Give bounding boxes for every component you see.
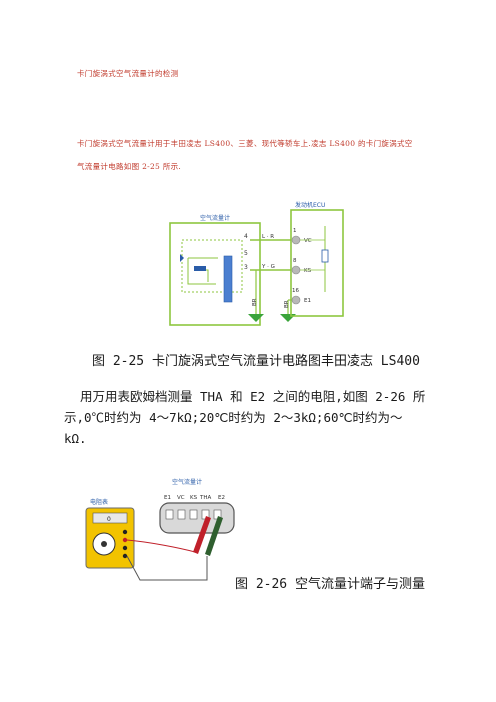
document-title: 卡门旋涡式空气流量计的检测 [77, 69, 179, 78]
measurement-diagram-fig-2-26: 电阻表 0 空气流量计 E1 VC KS THA E2 [85, 478, 235, 581]
ecu-label: 发动机ECU [295, 201, 325, 209]
ecu-box [290, 209, 344, 317]
pin-3: 3 [244, 264, 248, 271]
paragraph-line-3: kΩ. [64, 431, 87, 446]
ecu-pin-8-connector [291, 265, 301, 275]
terminal-e1: E1 [164, 495, 171, 501]
ohmmeter-jack-1 [122, 529, 128, 535]
intro-line-2: 气流量计电路如图 2-25 所示. [77, 162, 182, 171]
meter-label: 空气流量计 [200, 214, 230, 222]
ecu-internal-resistor [321, 249, 329, 263]
terminal-vc: VC [177, 495, 185, 501]
br-label-2: BR [284, 300, 290, 308]
ecu-ks-label: KS [304, 268, 312, 274]
resistor-symbol [194, 266, 206, 271]
ecu-vc-label: VC [304, 238, 312, 244]
sensor-block [223, 255, 233, 303]
ecu-pin-1: 1 [293, 228, 297, 234]
terminal-tha: THA [199, 495, 211, 501]
red-probe [193, 516, 211, 554]
ground-symbol-1 [248, 314, 264, 322]
ohmmeter-label: 电阻表 [90, 498, 108, 506]
ohmmeter-jack-3 [122, 545, 128, 551]
br-label-1: BR [252, 298, 258, 306]
figure-caption-2-26: 图 2-26 空气流量计端子与测量 [235, 577, 425, 592]
ecu-pin-1-connector [291, 235, 301, 245]
terminal-e2: E2 [218, 495, 225, 501]
ecu-e1-label: E1 [304, 298, 311, 304]
ohmmeter-display-value: 0 [107, 516, 111, 523]
diode-symbol [180, 254, 184, 262]
ohmmeter-display [92, 512, 128, 524]
circuit-diagram-fig-2-25: 空气流量计 4 5 3 L · R Y · G BR BR 发动机ECU 1 8… [169, 201, 344, 326]
flow-meter-label: 空气流量计 [172, 478, 202, 486]
ohmmeter-jack-2 [122, 537, 128, 543]
paragraph-line-2: 示,0℃时约为 4～7kΩ;20℃时约为 2～3kΩ;60℃时约为～ [64, 410, 403, 425]
wire-y-g-label: Y · G [261, 264, 275, 270]
ecu-pin-8: 8 [293, 258, 297, 264]
paragraph-line-1: 用万用表欧姆档测量 THA 和 E2 之间的电阻,如图 2-26 所 [80, 389, 426, 404]
red-lead [126, 539, 196, 553]
black-lead [126, 555, 208, 581]
meter-inner-box [181, 239, 243, 293]
pin-4: 4 [244, 233, 248, 240]
meter-outer-box [169, 222, 261, 326]
terminal-ks: KS [190, 495, 198, 501]
figure-caption-2-25: 图 2-25 卡门旋涡式空气流量计电路图丰田凌志 LS400 [92, 354, 420, 369]
wire-l-r-label: L · R [262, 234, 274, 240]
pin-5: 5 [244, 250, 248, 257]
ohmmeter-jack-4 [122, 553, 128, 559]
ecu-pin-16-connector [291, 295, 301, 305]
ecu-pin-16: 16 [292, 288, 299, 294]
intro-line-1: 卡门旋涡式空气流量计用于丰田凌志 LS400、三菱、现代等轿车上.凌志 LS40… [77, 139, 413, 148]
black-probe [205, 516, 223, 556]
